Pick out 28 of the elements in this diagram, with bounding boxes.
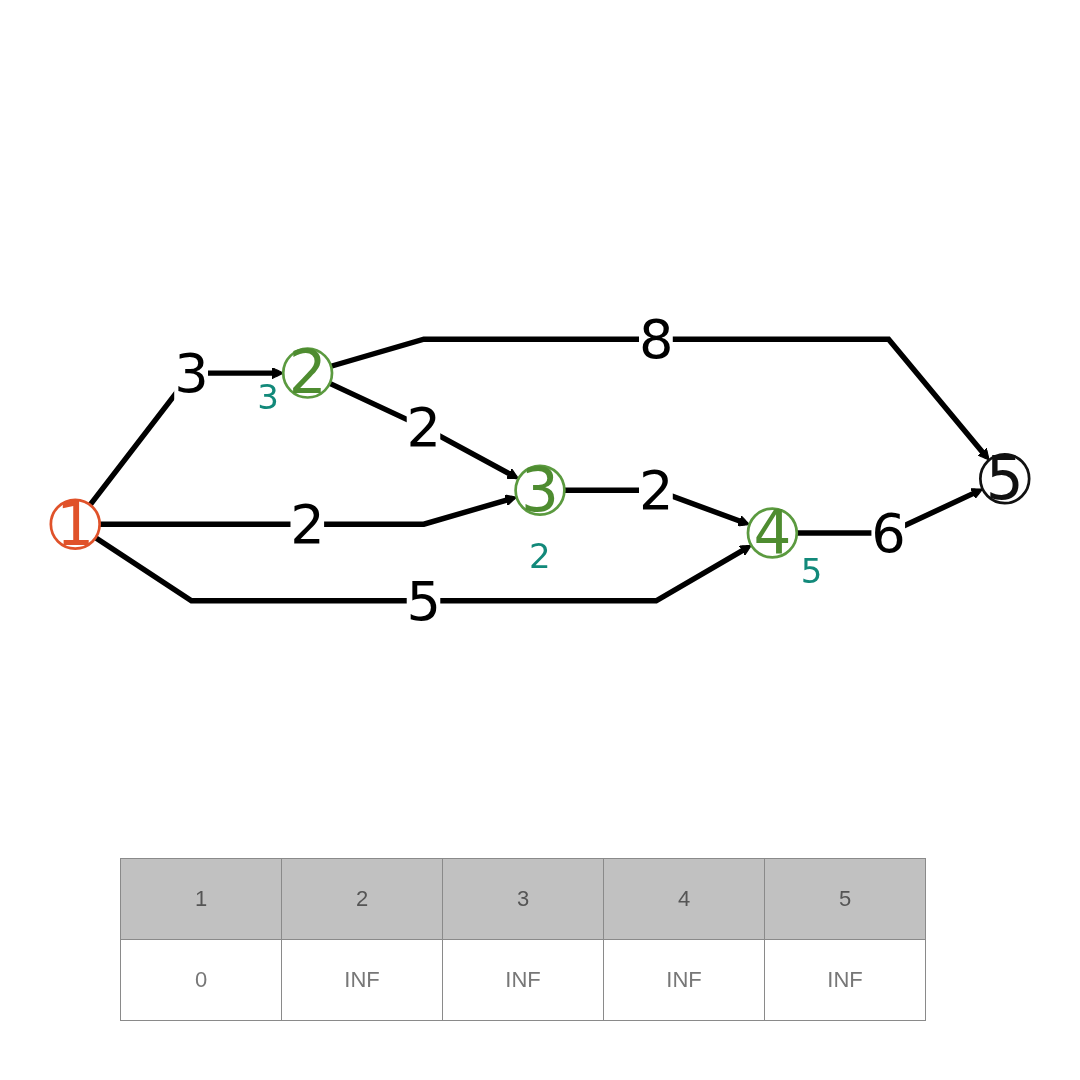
arrow (99, 494, 518, 527)
edge-label: 8 (638, 308, 674, 371)
node-circle: 4 (746, 507, 799, 559)
table-header-cell: 2 (281, 858, 443, 940)
table-header-cell: 4 (603, 858, 765, 940)
table-cell: INF (281, 939, 443, 1021)
node-circle: 2 (281, 347, 334, 399)
table-cell: INF (603, 939, 765, 1021)
table-cell: INF (442, 939, 604, 1021)
edge-label: 6 (871, 501, 906, 565)
arrow (94, 535, 752, 604)
edge-label: 2 (406, 396, 442, 459)
table-header-cell: 1 (120, 858, 282, 940)
edge-label: 5 (406, 569, 442, 632)
edge-label: 2 (290, 493, 325, 556)
table-header-cell: 3 (442, 858, 604, 940)
node-circle: 1 (49, 498, 101, 550)
table-header-cell: 5 (764, 858, 926, 940)
table-cell: 0 (120, 939, 282, 1021)
edge-label: 3 (174, 341, 209, 405)
distance-label: 5 (800, 553, 823, 588)
distance-label: 3 (257, 380, 279, 415)
distance-label: 2 (529, 539, 551, 574)
edge-label: 2 (638, 459, 674, 522)
arrow (330, 336, 990, 461)
table-cell: INF (764, 939, 926, 1021)
arrow (328, 380, 520, 480)
node-circle: 3 (514, 464, 566, 517)
